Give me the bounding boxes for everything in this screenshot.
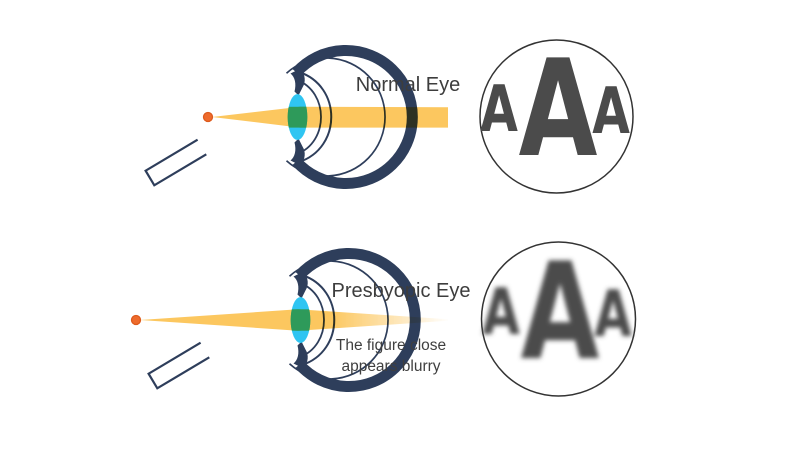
letter-a-small-right-blurry: A — [594, 277, 632, 351]
acuity-letters-sharp: A A A — [480, 32, 630, 187]
letter-a-small-left: A — [480, 72, 518, 146]
normal-eye-label: Normal Eye — [356, 74, 460, 96]
focal-point-dot-normal — [202, 111, 214, 123]
letter-a-small-left-blurry: A — [482, 275, 520, 349]
beam-lens-overlap-normal — [287, 106, 308, 128]
focal-point-dot-presbyopic — [130, 314, 142, 326]
caption-line-1: The figure close — [336, 337, 446, 354]
light-beam-normal — [212, 106, 448, 128]
letter-a-large: A — [519, 32, 598, 187]
acuity-letters-blurry: A A A — [482, 235, 632, 390]
letter-a-large-blurry: A — [521, 235, 600, 390]
caption-line-2: appears blurry — [341, 358, 440, 375]
letter-a-small-right: A — [592, 74, 630, 148]
beam-lens-overlap-presbyopic — [290, 309, 311, 331]
vision-circle-blurry — [480, 241, 637, 397]
normal-eye-panel: Normal Eye A A A — [146, 32, 634, 194]
vision-circle-sharp — [479, 39, 634, 194]
presbyopic-eye-panel: Presbyopic Eye The figure close appears … — [130, 235, 637, 397]
presbyopic-eye-label: Presbyopic Eye — [332, 280, 471, 302]
